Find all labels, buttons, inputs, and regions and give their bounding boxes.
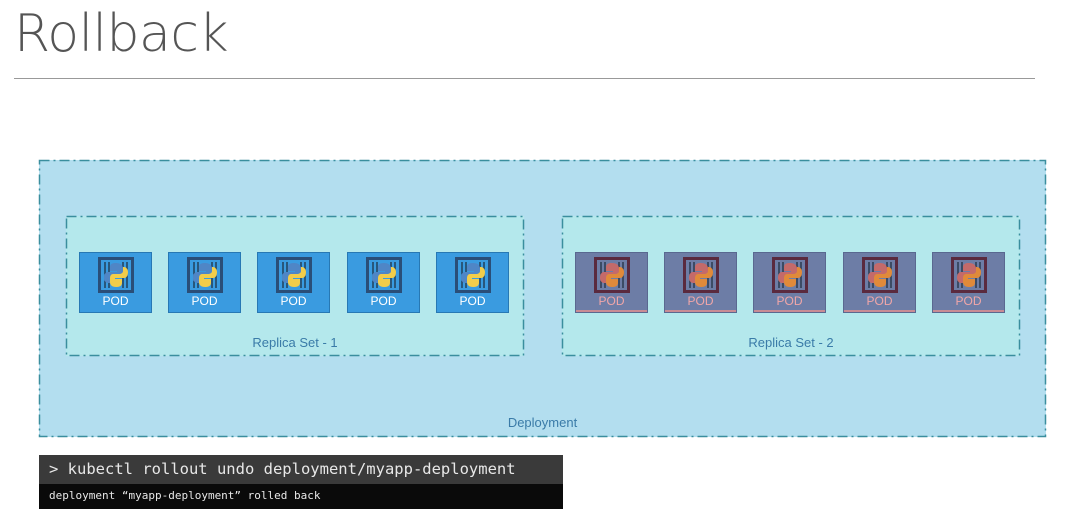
python-container-icon (276, 257, 312, 293)
pod-label: POD (459, 294, 486, 308)
python-container-icon (455, 257, 491, 293)
pod: POD (436, 252, 509, 313)
pod: POD (347, 252, 420, 313)
pod-label: POD (687, 294, 714, 308)
pod: POD (753, 252, 826, 313)
pod: POD (843, 252, 916, 313)
replica-set-1: POD POD POD POD POD Replica Set - 1 (65, 215, 525, 357)
pod-label: POD (370, 294, 397, 308)
pod-label: POD (955, 294, 982, 308)
replica-set-1-border (65, 215, 525, 357)
replica-set-1-label: Replica Set - 1 (252, 335, 338, 350)
pod: POD (664, 252, 737, 313)
pod-label: POD (776, 294, 803, 308)
replica-set-2-label: Replica Set - 2 (748, 335, 834, 350)
terminal: > kubectl rollout undo deployment/myapp-… (39, 455, 563, 509)
pod-label: POD (598, 294, 625, 308)
replica-set-2-border (561, 215, 1021, 357)
pod: POD (79, 252, 152, 313)
python-container-icon (98, 257, 134, 293)
python-container-icon (683, 257, 719, 293)
pod: POD (932, 252, 1005, 313)
pod-label: POD (280, 294, 307, 308)
terminal-output: deployment “myapp-deployment” rolled bac… (49, 489, 321, 502)
python-container-icon (772, 257, 808, 293)
python-container-icon (366, 257, 402, 293)
python-container-icon (862, 257, 898, 293)
deployment-label: Deployment (507, 415, 578, 430)
pod: POD (168, 252, 241, 313)
pod-label: POD (102, 294, 129, 308)
page-title: Rollback (14, 4, 229, 64)
deployment-border (38, 159, 1047, 438)
python-container-icon (187, 257, 223, 293)
title-divider (14, 78, 1035, 79)
pod: POD (257, 252, 330, 313)
pod-label: POD (866, 294, 893, 308)
pod: POD (575, 252, 648, 313)
terminal-command: > kubectl rollout undo deployment/myapp-… (39, 455, 563, 484)
replica-set-2: POD POD POD POD POD Replica Set - 2 (561, 215, 1021, 357)
pod-label: POD (191, 294, 218, 308)
python-container-icon (594, 257, 630, 293)
python-container-icon (951, 257, 987, 293)
